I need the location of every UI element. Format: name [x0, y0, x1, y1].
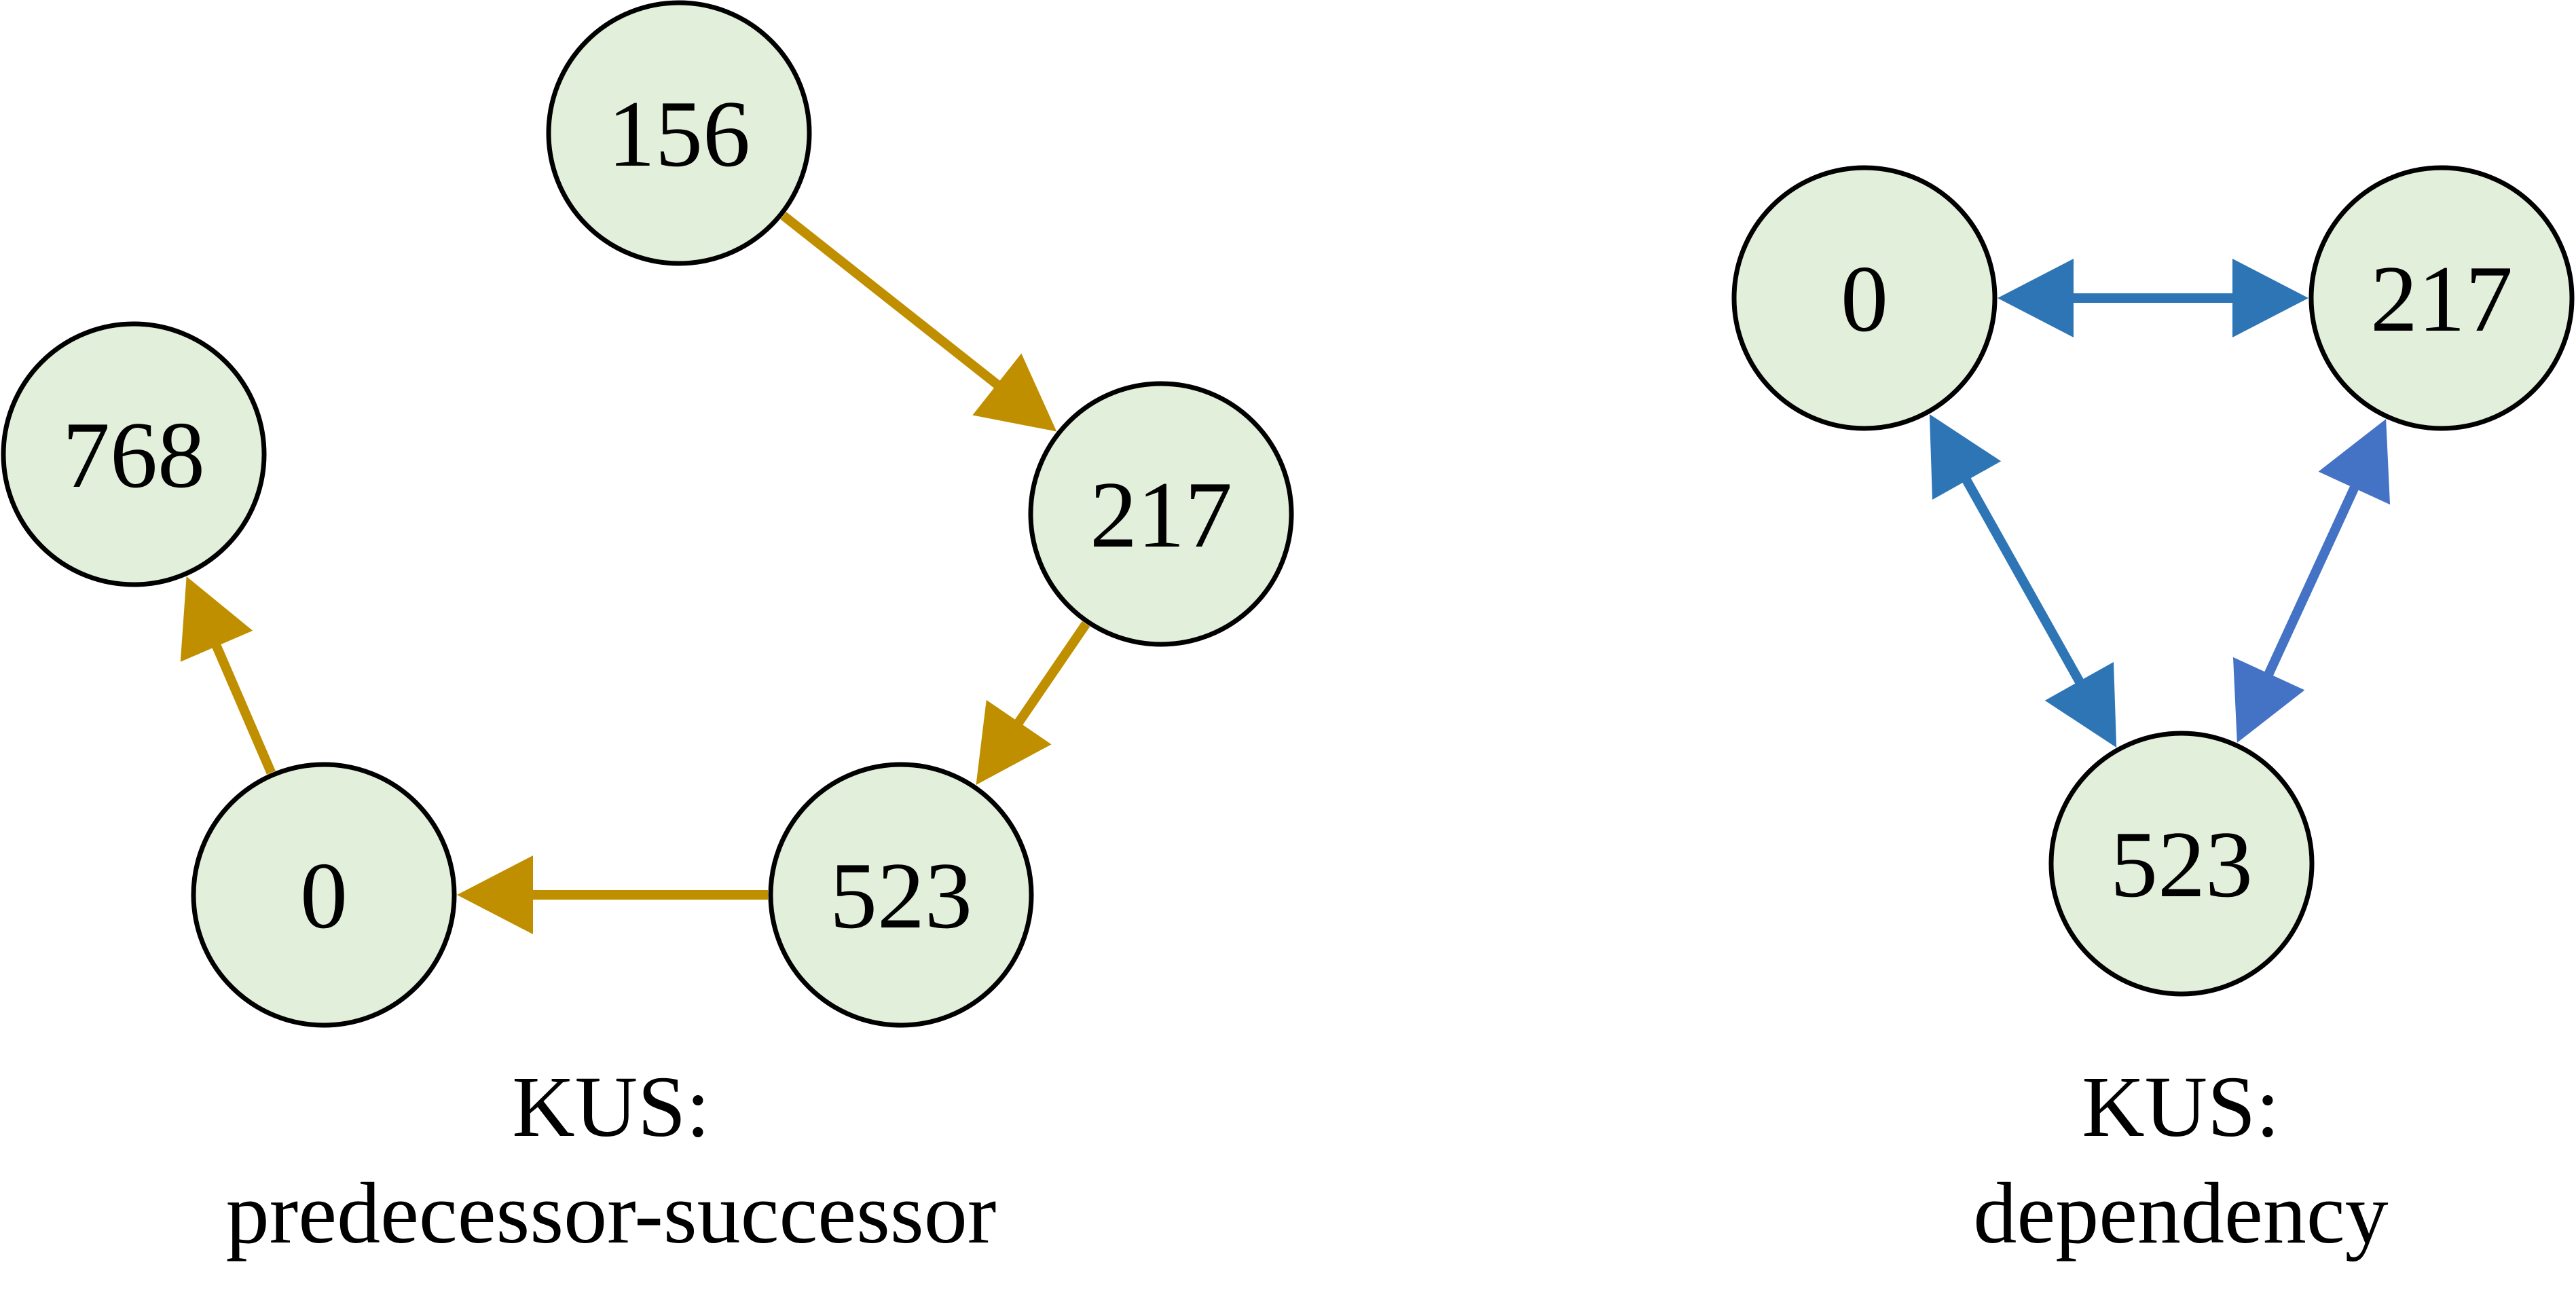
arrowhead	[2232, 259, 2308, 337]
caption-dependency: KUS: dependency	[1973, 1059, 2388, 1262]
node-label: 217	[2370, 246, 2513, 352]
edge-line	[210, 640, 276, 775]
node-d523: 523	[2048, 731, 2315, 997]
node-label: 523	[830, 843, 972, 949]
edge-line	[1012, 621, 1090, 729]
edge-p156-p217	[780, 212, 1057, 432]
edge-line	[780, 212, 1004, 391]
arrowhead	[2318, 419, 2391, 505]
node-circle	[1, 321, 267, 587]
node-circle	[546, 0, 812, 266]
node-p768: 768	[1, 321, 267, 587]
edge-line	[2262, 482, 2361, 680]
caption-pred-succ: KUS: predecessor-successor	[226, 1059, 997, 1262]
caption-pred-succ-line-2: predecessor-successor	[226, 1165, 997, 1262]
node-p523: 523	[768, 762, 1034, 1028]
caption-pred-succ-line-1: KUS:	[512, 1059, 710, 1155]
edge-p217-p523	[976, 621, 1090, 786]
node-circle	[191, 762, 457, 1028]
node-label: 523	[2110, 812, 2253, 917]
caption-dependency-line-2: dependency	[1973, 1165, 2388, 1262]
node-label: 156	[608, 81, 750, 187]
caption-dependency-line-1: KUS:	[2082, 1059, 2280, 1155]
arrowhead	[2232, 657, 2305, 743]
edge-p523-p0	[457, 855, 768, 934]
edge-line	[1960, 475, 2086, 687]
node-p0: 0	[191, 762, 457, 1028]
arrowhead	[972, 353, 1057, 432]
node-circle	[768, 762, 1034, 1028]
node-d0: 0	[1731, 165, 1998, 431]
edge-p0-p768	[180, 576, 276, 775]
node-p156: 156	[546, 0, 812, 266]
arrowhead	[180, 576, 253, 662]
edge-d0-d217	[1998, 259, 2308, 337]
node-circle	[2048, 731, 2315, 997]
node-circle	[2308, 165, 2575, 431]
node-label: 768	[62, 403, 205, 508]
arrowhead	[457, 855, 533, 934]
edges-layer	[180, 212, 2391, 934]
node-label: 0	[300, 843, 348, 949]
arrowhead	[1998, 259, 2074, 337]
node-circle	[1731, 165, 1998, 431]
nodes-layer: 156 217 523 0 768 0 217 523	[1, 0, 2575, 1028]
arrowhead	[1929, 413, 2002, 500]
node-label: 0	[1841, 246, 1888, 352]
edge-d0-d523	[1929, 413, 2117, 748]
node-label: 217	[1090, 462, 1232, 568]
node-d217: 217	[2308, 165, 2575, 431]
arrowhead	[2044, 661, 2117, 748]
node-p217: 217	[1028, 381, 1294, 647]
node-circle	[1028, 381, 1294, 647]
arrowhead	[976, 699, 1052, 786]
edge-d217-d523	[2232, 419, 2391, 743]
